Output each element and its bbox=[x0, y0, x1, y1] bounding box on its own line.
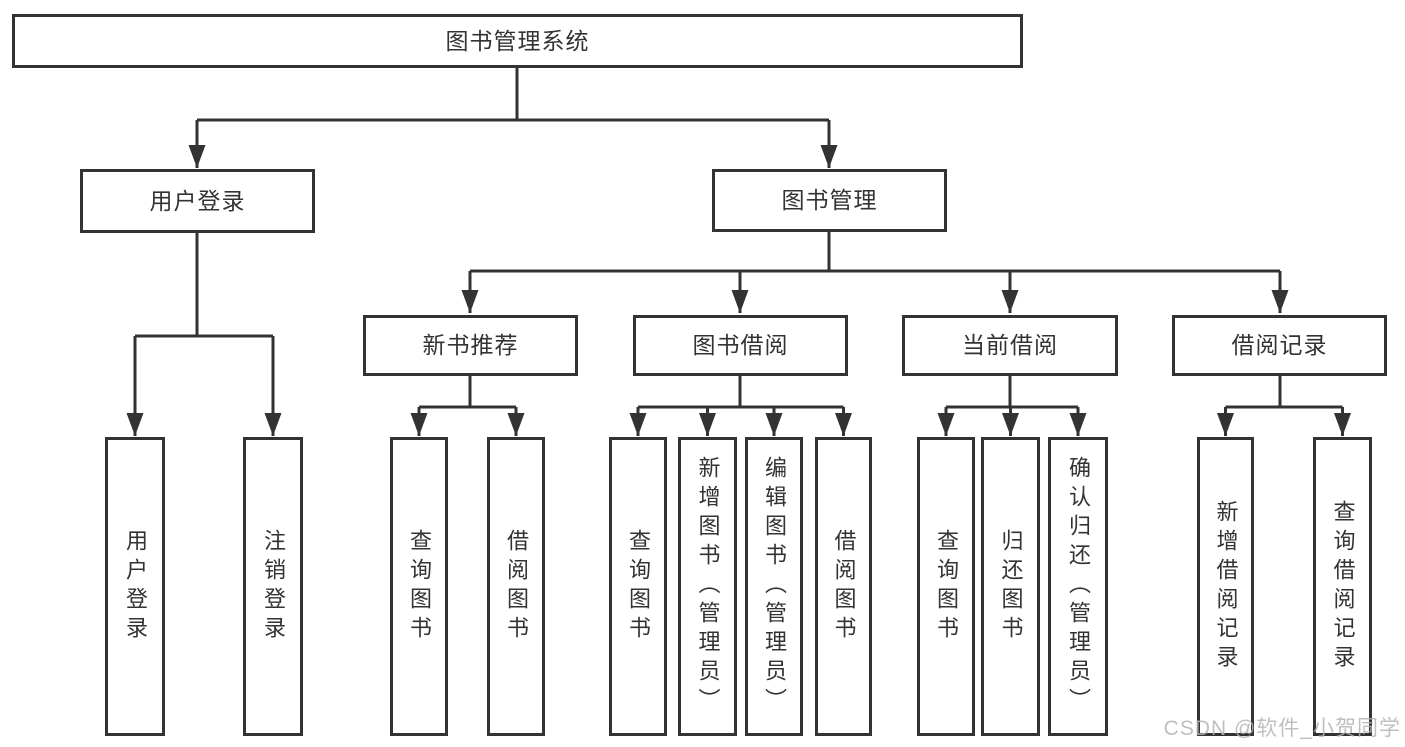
leaf-confirm-return-admin: 确认归还（管理员） bbox=[1048, 437, 1108, 736]
leaf-user-login: 用户登录 bbox=[105, 437, 165, 736]
node-label: 确认归还（管理员） bbox=[1066, 456, 1091, 717]
leaf-add-borrow-record: 新增借阅记录 bbox=[1197, 437, 1254, 736]
node-label: 查询图书 bbox=[934, 528, 959, 645]
node-current-borrow: 当前借阅 bbox=[902, 315, 1118, 376]
leaf-query-borrow-record: 查询借阅记录 bbox=[1313, 437, 1372, 736]
node-label: 新书推荐 bbox=[422, 332, 519, 358]
node-label: 图书管理系统 bbox=[445, 27, 590, 54]
node-book-management: 图书管理 bbox=[712, 169, 947, 232]
node-borrow-records: 借阅记录 bbox=[1172, 315, 1387, 376]
csdn-watermark: CSDN @软件_小贺同学 bbox=[1163, 717, 1401, 740]
leaf-logout: 注销登录 bbox=[243, 437, 303, 736]
node-label: 当前借阅 bbox=[962, 332, 1058, 358]
node-label: 图书管理 bbox=[781, 187, 878, 213]
leaf-borrow-books-recommend: 借阅图书 bbox=[487, 437, 545, 736]
leaf-query-books-recommend: 查询图书 bbox=[390, 437, 448, 736]
leaf-query-books-current: 查询图书 bbox=[917, 437, 975, 736]
node-label: 图书借阅 bbox=[692, 332, 789, 358]
leaf-edit-book-admin: 编辑图书（管理员） bbox=[745, 437, 803, 736]
node-label: 用户登录 bbox=[149, 187, 246, 214]
node-label: 用户登录 bbox=[123, 528, 148, 645]
node-label: 借阅图书 bbox=[504, 528, 529, 645]
node-label: 编辑图书（管理员） bbox=[762, 456, 787, 717]
node-label: 查询图书 bbox=[407, 528, 432, 645]
node-label: 查询图书 bbox=[626, 528, 651, 645]
node-label: 新增借阅记录 bbox=[1213, 499, 1239, 674]
node-label: 查询借阅记录 bbox=[1330, 499, 1356, 674]
leaf-add-book-admin: 新增图书（管理员） bbox=[678, 437, 737, 736]
node-label: 借阅图书 bbox=[831, 528, 857, 645]
leaf-query-books-borrow: 查询图书 bbox=[609, 437, 667, 736]
node-user-login: 用户登录 bbox=[80, 169, 315, 233]
leaf-borrow-books: 借阅图书 bbox=[815, 437, 872, 736]
node-new-book-recommend: 新书推荐 bbox=[363, 315, 578, 376]
node-book-borrow: 图书借阅 bbox=[633, 315, 848, 376]
node-label: 新增图书（管理员） bbox=[695, 456, 721, 717]
node-label: 归还图书 bbox=[998, 528, 1024, 645]
leaf-return-book: 归还图书 bbox=[981, 437, 1040, 736]
node-label: 借阅记录 bbox=[1231, 332, 1328, 358]
node-label: 注销登录 bbox=[261, 528, 286, 645]
node-library-system: 图书管理系统 bbox=[12, 14, 1023, 68]
